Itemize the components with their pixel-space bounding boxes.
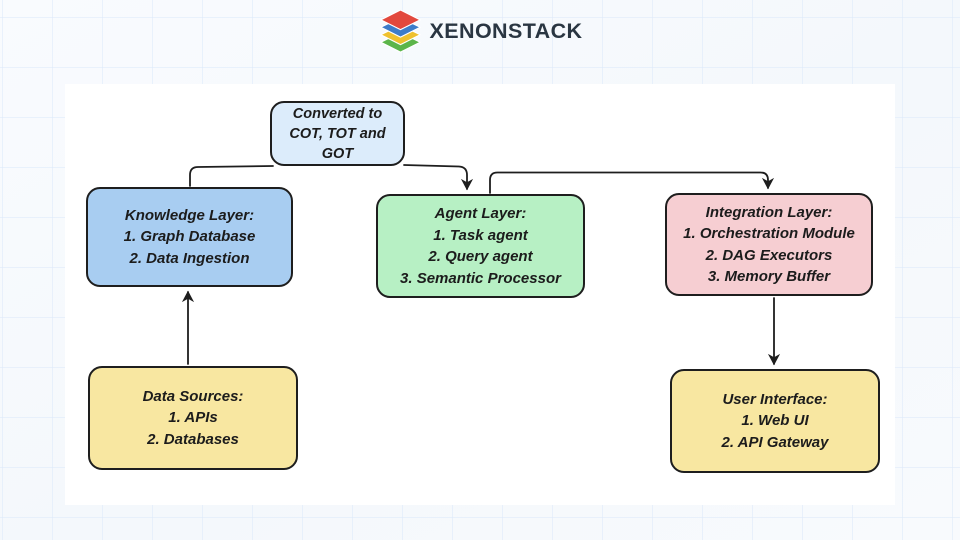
node-title-line: Data Sources:: [142, 387, 244, 405]
node-text-line: 2. Query agent: [428, 248, 533, 265]
node-text-line: 3. Memory Buffer: [707, 268, 831, 285]
node-knowledge-layer: Knowledge Layer: 1. Graph Database 2. Da…: [86, 187, 293, 287]
node-text-line: 1. Task agent: [433, 226, 528, 244]
node-integration-layer: Integration Layer: 1. Orchestration Modu…: [665, 193, 873, 296]
node-converted-cot-tot-got: Converted to COT, TOT and GOT: [270, 101, 405, 166]
node-text-line: 2. API Gateway: [721, 433, 829, 451]
node-data-sources: Data Sources: 1. APIs 2. Databases: [88, 366, 298, 470]
node-text-line: 2. DAG Executors: [705, 246, 833, 264]
node-text-line: 1. Orchestration Module: [683, 225, 855, 242]
node-text-line: COT, TOT and: [289, 125, 386, 142]
node-text-line: 3. Semantic Processor: [400, 269, 561, 287]
node-title-line: Integration Layer:: [705, 203, 833, 221]
node-text-line: GOT: [321, 145, 354, 162]
node-title-line: Agent Layer:: [434, 205, 527, 222]
node-text-line: 1. Graph Database: [123, 228, 256, 246]
node-title-line: User Interface:: [722, 390, 828, 408]
node-title-line: Knowledge Layer:: [124, 206, 255, 224]
node-user-interface: User Interface: 1. Web UI 2. API Gateway: [670, 369, 880, 473]
node-text-line: 2. Databases: [147, 430, 239, 448]
node-text-line: 2. Data Ingestion: [129, 249, 250, 267]
brand-name: XENONSTACK: [429, 19, 583, 43]
brand-header: XENONSTACK: [0, 10, 960, 53]
node-text-line: Converted to: [292, 105, 383, 122]
node-agent-layer: Agent Layer: 1. Task agent 2. Query agen…: [376, 194, 585, 298]
layered-stack-icon: [379, 10, 421, 53]
node-text-line: 1. APIs: [168, 409, 218, 427]
node-text-line: 1. Web UI: [741, 412, 809, 430]
